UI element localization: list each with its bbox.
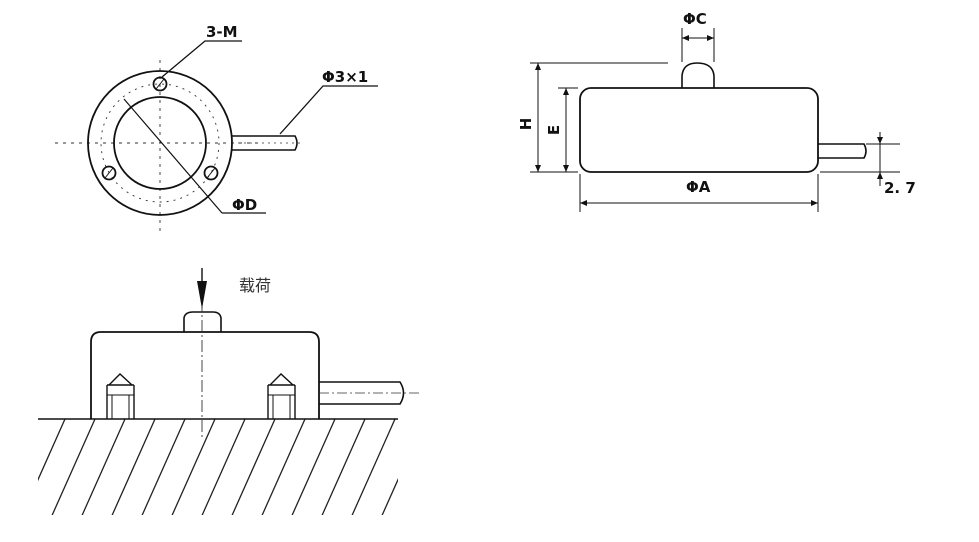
bolt-right-tip bbox=[269, 373, 294, 386]
bolt-hole-right bbox=[203, 165, 219, 181]
hatch-line bbox=[351, 419, 396, 515]
ring-inner bbox=[113, 96, 207, 190]
arrow-h-bottom bbox=[535, 165, 541, 172]
side-dimensions bbox=[530, 28, 900, 212]
load-arrow-head bbox=[197, 281, 207, 309]
arrow-offset-top bbox=[877, 137, 883, 144]
mounted-bolt-left bbox=[106, 373, 135, 419]
arrow-e-bottom bbox=[563, 165, 569, 172]
bolt-hole-right-mark bbox=[206, 167, 216, 179]
load-label: 载荷 bbox=[239, 276, 271, 295]
hatch-line bbox=[81, 419, 126, 515]
arrow-a-right bbox=[811, 200, 818, 206]
holes-label: 3-M bbox=[206, 23, 238, 41]
bolt-left-tip bbox=[108, 373, 133, 386]
arrow-e-top bbox=[563, 88, 569, 95]
height-h-label: H bbox=[517, 118, 535, 131]
bolt-hole-left-mark bbox=[104, 167, 114, 179]
hatch-line bbox=[141, 419, 186, 515]
hatch-line bbox=[291, 419, 336, 515]
arrow-c-right bbox=[707, 35, 714, 41]
bolt-hole-top-mark bbox=[155, 78, 165, 90]
side-body bbox=[579, 87, 819, 173]
arrow-c-left bbox=[682, 35, 689, 41]
diameter-c-label: ΦC bbox=[683, 10, 707, 28]
hatch-line bbox=[38, 419, 66, 482]
hatch-line bbox=[171, 419, 216, 515]
mounted-button bbox=[183, 311, 222, 332]
bolt-hole-top bbox=[152, 76, 168, 92]
diameter-d-line bbox=[123, 98, 223, 214]
height-e-label: E bbox=[545, 125, 563, 135]
diameter-d-label: ΦD bbox=[232, 196, 257, 214]
hatch-line bbox=[111, 419, 156, 515]
side-cable bbox=[818, 143, 867, 159]
cable-offset-label: 2. 7 bbox=[884, 179, 916, 197]
mounted-bolt-right bbox=[267, 373, 296, 419]
ground-hatch bbox=[38, 419, 398, 515]
bolt-hole-left bbox=[101, 165, 117, 181]
mounted-body bbox=[90, 331, 320, 419]
bolt-circle bbox=[100, 83, 220, 203]
hatch-line bbox=[201, 419, 246, 515]
hatch-line bbox=[261, 419, 306, 515]
cable-label: Φ3×1 bbox=[322, 68, 368, 86]
hatch-line bbox=[231, 419, 276, 515]
arrow-a-left bbox=[580, 200, 587, 206]
side-view bbox=[530, 28, 900, 212]
mounted-cable bbox=[319, 381, 405, 405]
hatch-line bbox=[321, 419, 366, 515]
hatch-line bbox=[51, 419, 96, 515]
mounted-view bbox=[38, 268, 422, 515]
top-cable bbox=[232, 135, 298, 151]
hatch-line bbox=[381, 478, 398, 515]
arrow-h-top bbox=[535, 63, 541, 70]
top-view bbox=[55, 40, 378, 232]
holes-leader bbox=[161, 40, 242, 78]
side-button bbox=[681, 62, 715, 88]
side-arrowheads bbox=[535, 35, 883, 206]
cable-leader bbox=[279, 85, 378, 135]
arrow-offset-bottom bbox=[877, 172, 883, 179]
diameter-a-label: ΦA bbox=[686, 178, 711, 196]
